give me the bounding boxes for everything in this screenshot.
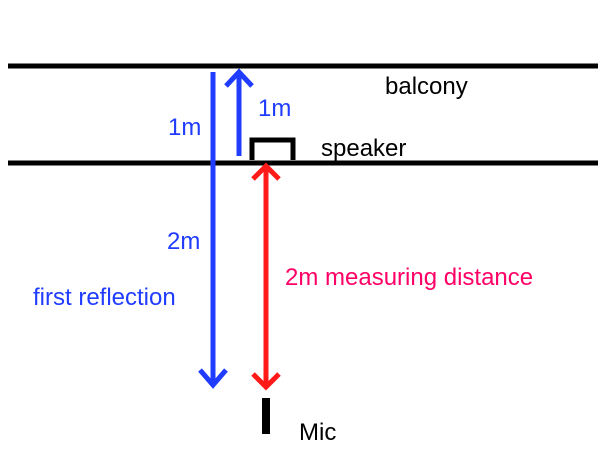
measuring-distance-arrow bbox=[251, 162, 281, 391]
mic-label: Mic bbox=[299, 419, 336, 446]
up-distance-near-label: 1m bbox=[168, 114, 201, 141]
balcony-label: balcony bbox=[385, 73, 468, 100]
speaker-icon bbox=[249, 137, 296, 160]
speaker-label: speaker bbox=[321, 135, 406, 162]
first-reflection-label: first reflection bbox=[33, 284, 176, 311]
measuring-distance-label: 2m measuring distance bbox=[285, 264, 533, 291]
up-distance-far-label: 1m bbox=[258, 95, 291, 122]
reflection-up-arrow bbox=[224, 68, 254, 156]
down-distance-label: 2m bbox=[167, 228, 200, 255]
reflection-down-arrow bbox=[198, 72, 228, 389]
mic-icon bbox=[262, 398, 270, 434]
